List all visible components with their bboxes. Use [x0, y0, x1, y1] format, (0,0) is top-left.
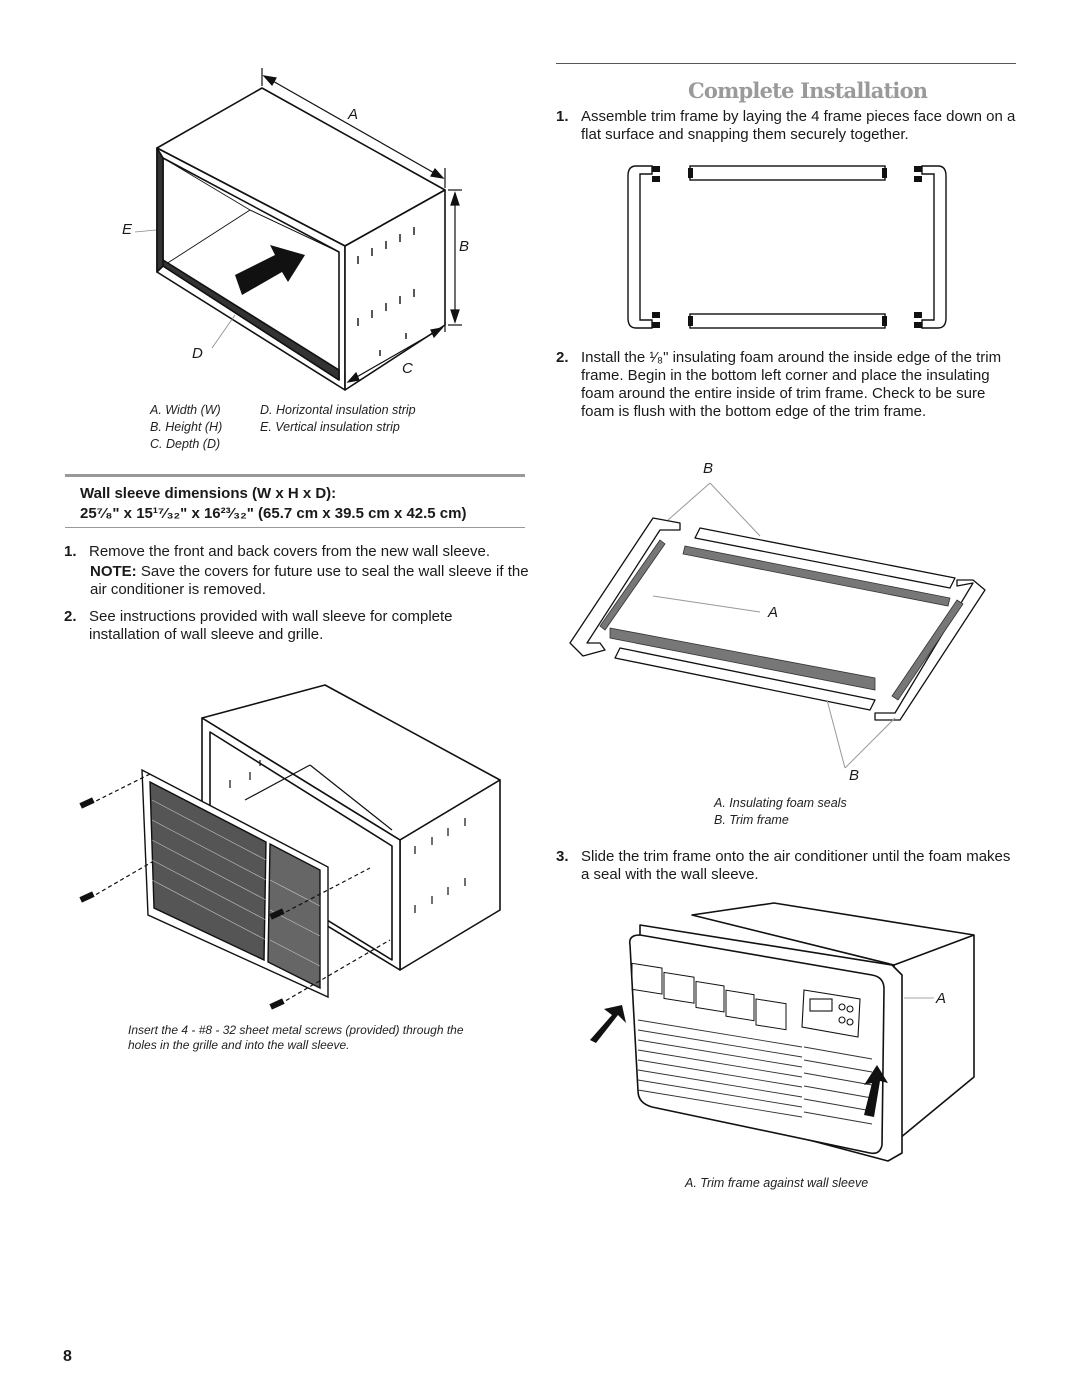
step-number: 1.	[556, 108, 569, 125]
section-top-rule	[556, 63, 1016, 64]
step-text: Install the ¹⁄₈" insulating foam around …	[581, 349, 1002, 420]
fig5-label-a: A	[936, 990, 947, 1007]
dimensions-top-rule	[65, 474, 525, 477]
fig1-label-b: B	[459, 238, 470, 255]
dimensions-heading: Wall sleeve dimensions (W x H x D):	[80, 485, 337, 502]
fig5-caption: A. Trim frame against wall sleeve	[685, 1176, 869, 1190]
step-text: Slide the trim frame onto the air condit…	[581, 848, 1011, 883]
fig4-label-b-bottom: B	[849, 767, 860, 784]
trim-frame-foam-figure	[569, 482, 986, 769]
step-text: Remove the front and back covers from th…	[89, 543, 491, 560]
fig4-legend-a: A. Insulating foam seals	[714, 796, 847, 810]
dimensions-bottom-rule	[65, 527, 525, 528]
fig1-legend-c: C. Depth (D)	[150, 437, 221, 451]
fig1-legend-b: B. Height (H)	[150, 420, 223, 434]
air-conditioner-trim-figure	[590, 902, 975, 1162]
step-number: 2.	[556, 349, 569, 366]
fig4-label-b-top: B	[703, 460, 714, 477]
page-number: 8	[63, 1348, 72, 1365]
fig2-caption: Insert the 4 - #8 - 32 sheet metal screw…	[128, 1023, 464, 1052]
fig1-label-d: D	[192, 345, 203, 362]
note-label: NOTE:	[90, 563, 137, 580]
fig1-label-c: C	[402, 360, 413, 377]
fig1-legend-e: E. Vertical insulation strip	[260, 420, 400, 434]
step-number: 1.	[64, 543, 77, 560]
fig1-legend-a: A. Width (W)	[150, 403, 221, 417]
fig1-legend-d: D. Horizontal insulation strip	[260, 403, 416, 417]
fig1-label-e: E	[122, 221, 133, 238]
fig4-label-a: A	[768, 604, 779, 621]
fig1-label-a: A	[348, 106, 359, 123]
note: NOTE: Save the covers for future use to …	[90, 563, 530, 599]
dimensions-value: 25⁷⁄₈" x 15¹⁷⁄₃₂" x 16²³⁄₃₂" (65.7 cm x …	[80, 505, 467, 522]
grille-installation-figure	[79, 684, 501, 1010]
wall-sleeve-dimensions-figure	[134, 68, 462, 391]
step-number: 3.	[556, 848, 569, 865]
note-text: Save the covers for future use to seal t…	[90, 563, 529, 598]
fig4-legend-b: B. Trim frame	[714, 813, 789, 827]
step-text: See instructions provided with wall slee…	[89, 608, 453, 643]
trim-frame-pieces-figure	[627, 165, 947, 329]
section-title: Complete Installation	[688, 78, 928, 103]
step-text: Assemble trim frame by laying the 4 fram…	[581, 108, 1016, 143]
step-number: 2.	[64, 608, 77, 625]
